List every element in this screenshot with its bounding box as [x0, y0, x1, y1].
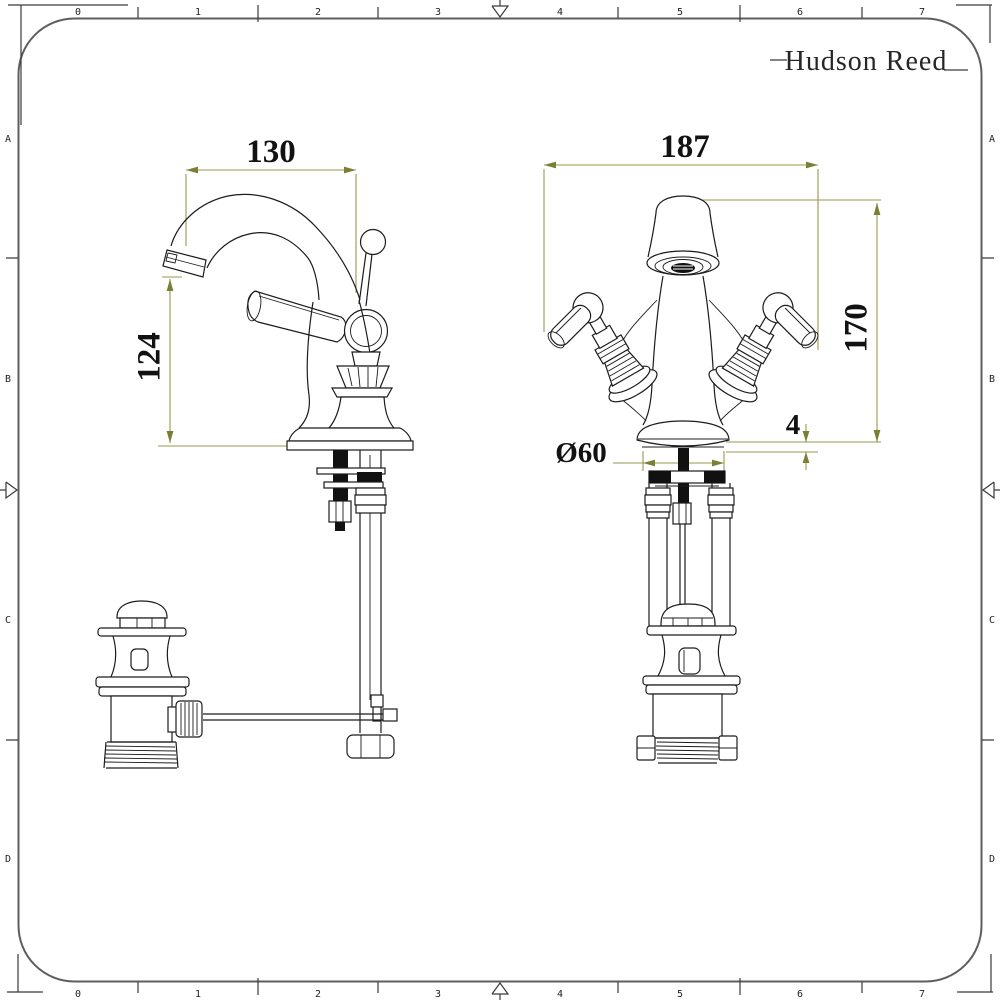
corner-mark-top-right: [956, 4, 992, 43]
ruler-top-4: 4: [557, 7, 563, 18]
waste-top-flange-front: [646, 625, 737, 636]
tap-side-view: 130 124: [95, 134, 414, 769]
threaded-stud: [333, 450, 348, 503]
waste-slot-front: [678, 647, 701, 675]
dim-spout-height-label: 124: [132, 332, 168, 382]
ruler-right-C: C: [989, 615, 995, 626]
center-mark-left: [0, 481, 19, 500]
dim-overall-height-label: 170: [839, 303, 875, 353]
tap-base-front: [636, 420, 730, 448]
handle-ball: [359, 228, 387, 256]
sheet-border: [7, 4, 993, 993]
spout-front: [646, 195, 720, 276]
ruler-top-1: 1: [195, 7, 201, 18]
waste-thread-front: [655, 737, 720, 764]
dim-base-lip: 4: [726, 409, 818, 470]
ruler-bottom: 0 1 2 3 4 5 6 7: [75, 978, 925, 1000]
fixing-hardware-side: [203, 450, 398, 759]
dim-overall-width: 187: [543, 129, 819, 350]
handle-front-left: [544, 280, 662, 409]
stud-nut: [328, 500, 352, 523]
ruler-right-A: A: [989, 134, 995, 145]
center-mark-top: [491, 0, 510, 19]
handle-front-right: [708, 292, 819, 403]
aerator-mesh: [671, 263, 695, 273]
waste-slot: [130, 648, 149, 671]
ruler-top-7: 7: [919, 7, 925, 18]
handle-grip-front: [774, 304, 816, 346]
dim-base-diameter-label: Ø60: [555, 437, 607, 469]
waste-body: [110, 695, 173, 743]
corner-mark-top-left: [8, 4, 128, 125]
pop-up-waste-side: [95, 600, 203, 769]
waste-top-flange: [97, 627, 187, 637]
dim-overall-height: 170: [701, 199, 881, 443]
brand-name: Hudson Reed: [785, 46, 948, 77]
ruler-right-D: D: [989, 854, 995, 865]
clamp-washer: [316, 467, 386, 475]
dim-overall-width-label: 187: [660, 129, 710, 165]
ruler-top-2: 2: [315, 7, 321, 18]
supply-pipes: [648, 483, 731, 627]
ruler-bottom-7: 7: [919, 989, 925, 1000]
ruler-bottom-2: 2: [315, 989, 321, 1000]
ruler-top-6: 6: [797, 7, 803, 18]
ruler-bottom-0: 0: [75, 989, 81, 1000]
tap-body-front: [617, 275, 749, 426]
dim-base-diameter: Ø60: [555, 437, 725, 471]
ruler-top-5: 5: [677, 7, 683, 18]
ruler-bottom-5: 5: [677, 989, 683, 1000]
center-mark-right: [981, 481, 1000, 500]
brand-logo: Hudson Reed: [770, 46, 968, 77]
ruler-top: 0 1 2 3 4 5 6 7: [75, 0, 925, 22]
waste-thread: [103, 741, 179, 769]
rod-connector: [672, 502, 692, 525]
ruler-top-3: 3: [435, 7, 441, 18]
ruler-bottom-4: 4: [557, 989, 563, 1000]
cartridge-bonnet: [351, 351, 381, 367]
ruler-bottom-6: 6: [797, 989, 803, 1000]
ruler-right-B: B: [989, 374, 995, 385]
spout-side: [162, 193, 361, 301]
ruler-left: A B C D: [0, 134, 19, 865]
pop-up-rod-front: [679, 524, 686, 606]
ruler-top-0: 0: [75, 7, 81, 18]
center-mark-bottom: [491, 981, 510, 1000]
corner-mark-bottom-right: [957, 954, 993, 993]
rod-dome-cap: [660, 603, 716, 627]
waste-body-front: [652, 693, 723, 739]
dim-spout-reach: 130: [185, 134, 357, 293]
pop-up-rod: [203, 713, 397, 721]
corner-mark-bottom-left: [7, 954, 43, 993]
tap-body-side: [286, 299, 414, 451]
dim-base-lip-label: 4: [786, 409, 801, 441]
ruler-bottom-3: 3: [435, 989, 441, 1000]
ruler-left-A: A: [5, 134, 11, 145]
ruler-right: A B C D: [981, 134, 1000, 865]
waste-push-cap: [116, 600, 168, 619]
ruler-left-D: D: [5, 854, 11, 865]
tap-front-view: 187 170 4 Ø60: [543, 129, 881, 764]
handle-grip: [247, 290, 347, 343]
tap-base-side: [288, 427, 412, 442]
fixing-hardware-front: [644, 448, 735, 627]
dim-spout-reach-label: 130: [246, 134, 296, 170]
spout-outlet: [162, 249, 207, 278]
pipe-hex-nut: [346, 734, 395, 759]
pop-up-waste-front: [636, 625, 741, 764]
ruler-bottom-1: 1: [195, 989, 201, 1000]
ruler-left-B: B: [5, 374, 11, 385]
ruler-left-C: C: [5, 615, 11, 626]
